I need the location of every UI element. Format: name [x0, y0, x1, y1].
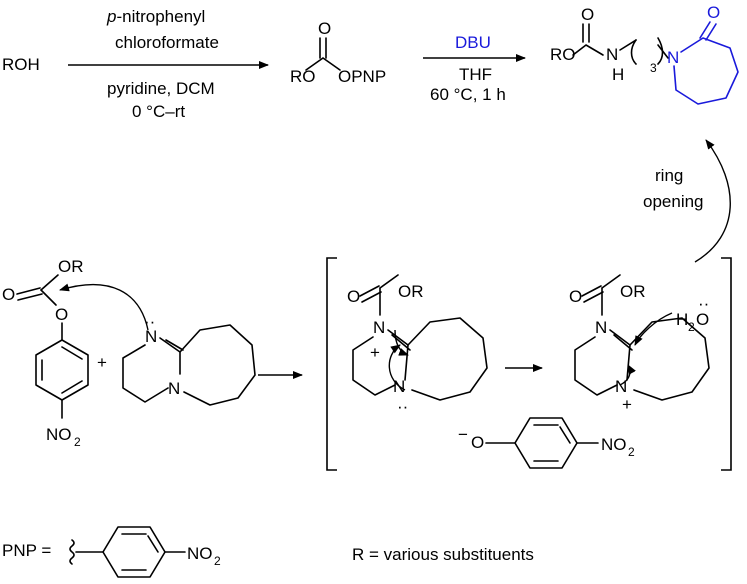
ring-opening-line2: opening [643, 192, 704, 211]
svg-text:O: O [318, 19, 331, 38]
reagent-line2: chloroformate [115, 33, 219, 52]
product-structure: O RO N H 3 N O [550, 3, 739, 105]
mechanism-step-1: OR O O + NO 2 N ·· N [2, 257, 303, 449]
dbu-reagent: DBU [455, 33, 491, 52]
bracket-right [721, 257, 732, 471]
svg-text:+: + [97, 353, 107, 372]
svg-text:O: O [569, 287, 582, 306]
reagent-line1: p-nitrophenyl [106, 7, 205, 26]
thf-solvent: THF [459, 65, 492, 84]
svg-text:O: O [55, 305, 68, 324]
svg-text:+: + [622, 395, 632, 414]
svg-text:N: N [373, 318, 385, 337]
svg-text:··: ·· [397, 397, 408, 416]
ring-opening-line1: ring [655, 166, 683, 185]
svg-text:PNP =: PNP = [2, 541, 51, 560]
svg-text:OR: OR [58, 257, 84, 276]
svg-text:2: 2 [74, 435, 81, 449]
svg-text:RO: RO [550, 45, 576, 64]
step2-conditions: 60 °C, 1 h [430, 85, 506, 104]
conditions-line2: 0 °C–rt [132, 102, 185, 121]
svg-text:OR: OR [398, 282, 424, 301]
conditions-line1: pyridine, DCM [107, 79, 215, 98]
svg-text:NO: NO [187, 544, 213, 563]
svg-text:N: N [606, 45, 618, 64]
svg-text:N: N [615, 377, 627, 396]
svg-text:··: ·· [144, 312, 155, 331]
svg-text:O: O [581, 5, 594, 24]
ring-opening-arrow [694, 139, 731, 263]
svg-text:O: O [471, 433, 484, 452]
svg-text:N: N [667, 48, 679, 67]
svg-text:O: O [347, 287, 360, 306]
svg-text:N: N [145, 327, 157, 346]
svg-text:O: O [2, 285, 15, 304]
svg-text:2: 2 [214, 554, 221, 568]
svg-text:2: 2 [628, 445, 635, 459]
phenoxide-anion: − O NO 2 [458, 417, 635, 469]
svg-text:3: 3 [650, 61, 657, 75]
svg-text:N: N [595, 318, 607, 337]
svg-text:OPNP: OPNP [338, 67, 386, 86]
svg-text:+: + [370, 343, 380, 362]
svg-text:O: O [707, 3, 720, 22]
mechanism-step-3: O OR N N + H 2 O ·· [569, 274, 710, 414]
svg-text:RO: RO [290, 67, 316, 86]
pnp-definition: PNP = NO 2 [2, 526, 221, 578]
svg-text:O: O [696, 310, 709, 329]
svg-text:··: ·· [698, 294, 709, 313]
svg-text:NO: NO [601, 435, 627, 454]
svg-text:OR: OR [620, 282, 646, 301]
svg-text:NO: NO [46, 425, 72, 444]
bracket-left [326, 257, 337, 471]
mechanism-step-2: O OR N + N ·· [347, 274, 543, 416]
svg-text:2: 2 [688, 320, 695, 334]
roh-label: ROH [2, 55, 40, 74]
svg-text:H: H [676, 310, 688, 329]
svg-text:−: − [458, 425, 468, 444]
carbonate-intermediate: O RO OPNP [290, 19, 386, 86]
r-definition: R = various substituents [352, 545, 534, 564]
svg-text:H: H [612, 65, 624, 84]
svg-text:N: N [168, 379, 180, 398]
